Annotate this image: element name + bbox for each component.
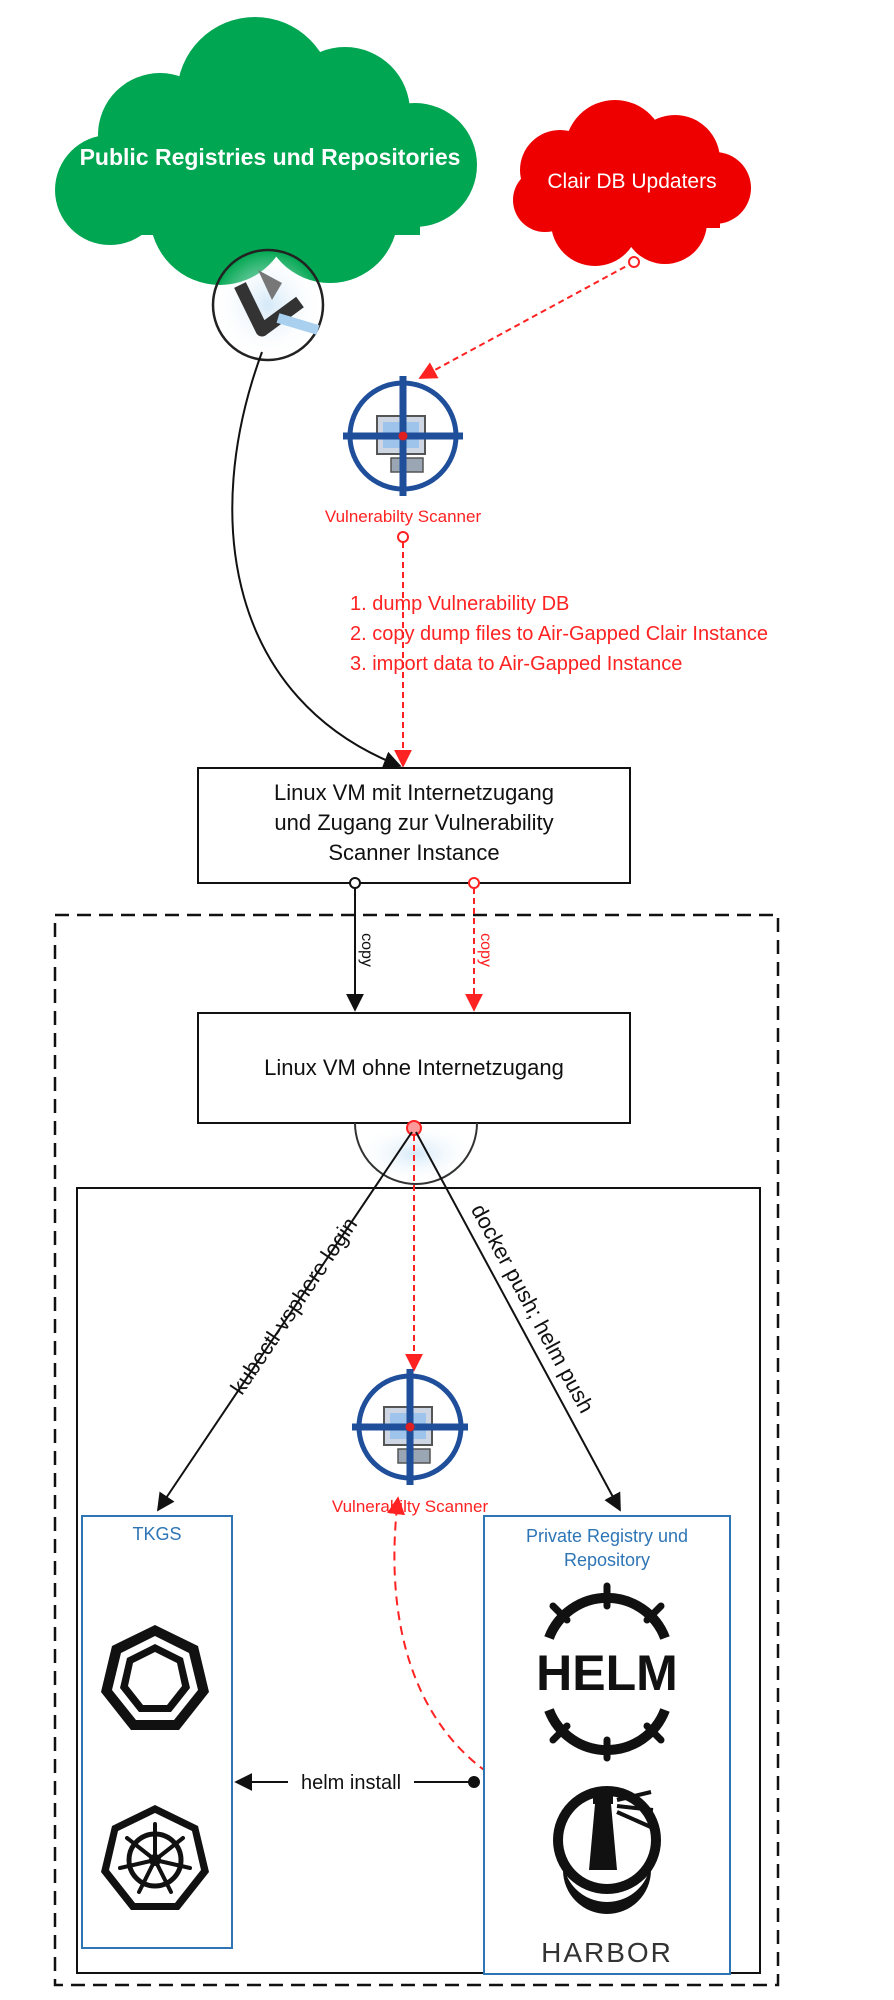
private-registry-line-1: Private Registry und [526, 1526, 688, 1546]
inner-cluster-zone [76, 1187, 761, 1974]
public-registries-label: Public Registries und Repositories [80, 144, 461, 170]
scanner-inner: Vulnerabilty Scanner [332, 1369, 489, 1516]
vm-online-line-1: Linux VM mit Internetzugang [274, 780, 554, 805]
harbor-lighthouse-icon [553, 1786, 661, 1914]
copy-red-label: copy [477, 933, 494, 967]
harbor-wordmark: HARBOR [541, 1937, 673, 1968]
public-registries-cloud: Public Registries und Repositories [55, 17, 477, 285]
scanner-top-label: Vulnerabilty Scanner [325, 507, 482, 526]
helm-install-label: helm install [301, 1772, 401, 1794]
gateway-icon [211, 248, 325, 362]
helm-wordmark: HELM [536, 1645, 678, 1701]
vm-online-line-3: Scanner Instance [328, 840, 499, 865]
crosshair-monitor-icon [352, 1369, 468, 1485]
helm-wheel-icon: HELM [536, 1582, 678, 1762]
copy-black-label: copy [358, 933, 375, 967]
step-3: 3. import data to Air-Gapped Instance [350, 653, 682, 675]
step-1: 1. dump Vulnerability DB [350, 593, 569, 615]
step-2: 2. copy dump files to Air-Gapped Clair I… [350, 623, 768, 645]
edge-public-to-vm [231, 351, 402, 769]
clair-updaters-label: Clair DB Updaters [547, 170, 716, 193]
scanner-top: Vulnerabilty Scanner [325, 376, 482, 526]
steps-list: 1. dump Vulnerability DB 2. copy dump fi… [350, 593, 768, 675]
vm-offline-label: Linux VM ohne Internetzugang [264, 1055, 564, 1080]
edge-copy-black: copy [346, 877, 375, 1012]
linux-vm-offline: Linux VM ohne Internetzugang [197, 1012, 631, 1124]
tkgs-box: TKGS [81, 1515, 233, 1949]
private-registry-line-2: Repository [564, 1550, 650, 1570]
vm-online-line-2: und Zugang zur Vulnerability [274, 810, 553, 835]
gateway-icon-inner [354, 1120, 478, 1185]
private-registry-box: Private Registry und Repository HELM [483, 1515, 731, 1975]
kubectl-label: kubectl-vsphere login [225, 1213, 362, 1399]
crosshair-monitor-icon [343, 376, 463, 496]
edge-scanner-to-vm [394, 531, 412, 768]
clair-db-updaters-cloud: Clair DB Updaters [513, 100, 751, 266]
edge-copy-red: copy [465, 877, 494, 1012]
air-gapped-zone [53, 913, 780, 1987]
kubernetes-wheel-icon [101, 1805, 209, 1910]
linux-vm-online: Linux VM mit Internetzugang und Zugang z… [197, 767, 631, 884]
tkgs-label: TKGS [132, 1524, 181, 1544]
edge-helm-install: helm install [234, 1770, 480, 1794]
scanner-inner-label: Vulnerabilty Scanner [332, 1497, 489, 1516]
docker-push-label: docker push; helm push [466, 1200, 599, 1417]
heptagon-ring-icon [101, 1625, 209, 1730]
edge-clair-to-scanner [418, 256, 640, 379]
